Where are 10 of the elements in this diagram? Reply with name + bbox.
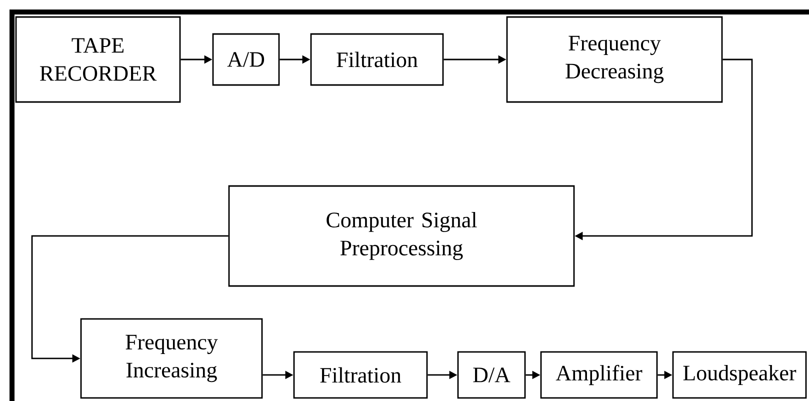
- process-box: TAPE RECORDER: [15, 16, 181, 103]
- process-box: Frequency Decreasing: [506, 16, 723, 103]
- process-box: Filtration: [310, 33, 444, 86]
- process-box: Filtration: [293, 351, 428, 399]
- process-box: D/A: [457, 351, 526, 399]
- process-box: Computer Signal Preprocessing: [228, 185, 575, 287]
- process-box: Loudspeaker: [672, 351, 807, 399]
- process-box: Frequency Increasing: [80, 318, 263, 399]
- process-box: A/D: [212, 33, 280, 86]
- process-box: Amplifier: [540, 351, 658, 399]
